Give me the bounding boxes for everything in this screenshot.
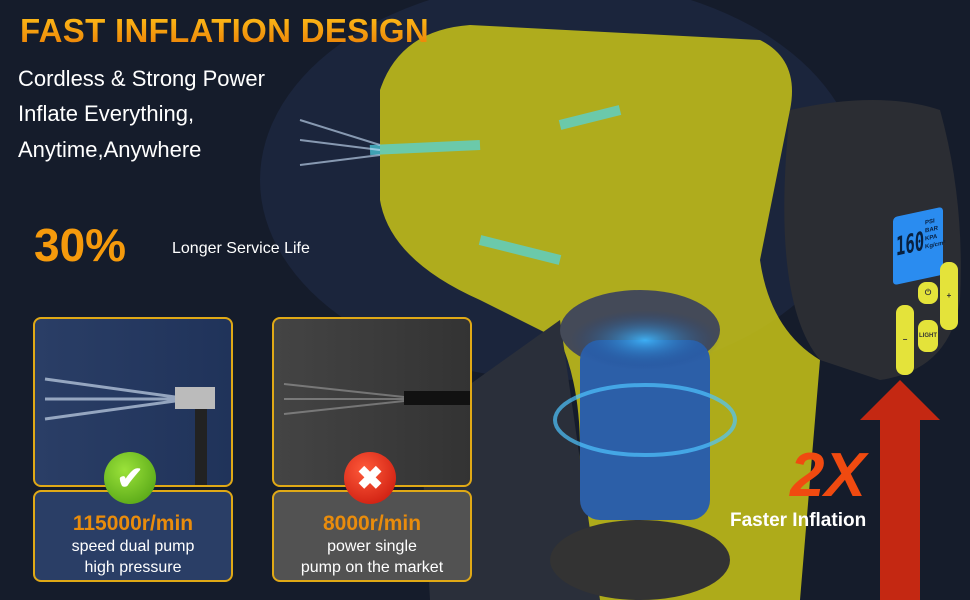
headline: FAST INFLATION DESIGN (20, 12, 430, 49)
power-button[interactable]: ⏻ (918, 282, 938, 304)
motor (580, 340, 710, 520)
minus-button[interactable]: − (896, 305, 914, 375)
display-housing (784, 100, 961, 380)
caption-line: pump on the market (300, 559, 444, 576)
inflation-label: Faster Inflation (730, 510, 867, 531)
subtitle-line: Inflate Everything, (18, 101, 195, 126)
inflation-multiplier: 2X (790, 441, 866, 510)
unit-label: PSI (925, 218, 935, 227)
caption-line: power single (327, 538, 417, 555)
up-arrow (860, 380, 940, 600)
plus-button[interactable]: + (940, 262, 958, 330)
caption-line: speed dual pump (71, 538, 195, 555)
caption-line: high pressure (84, 559, 182, 576)
dual-pump-speed: 115000r/min (72, 512, 194, 535)
single-pump-speed: 8000r/min (322, 512, 422, 535)
check-icon: ✔ (104, 452, 156, 504)
cross-icon: ✖ (344, 452, 396, 504)
subtitle-line: Anytime,Anywhere (18, 137, 202, 162)
light-button[interactable]: LIGHT (918, 320, 938, 352)
service-life-label: Longer Service Life (172, 240, 310, 257)
service-life-value: 30% (34, 219, 127, 271)
subtitle-line: Cordless & Strong Power (18, 66, 265, 91)
dual-pump-image (33, 317, 233, 487)
pressure-readout: 160 (896, 226, 925, 263)
lcd-display: 160 PSI BAR KPA Kg/cm² (893, 206, 945, 286)
dual-pump-caption: 115000r/min speed dual pump high pressur… (33, 490, 233, 582)
